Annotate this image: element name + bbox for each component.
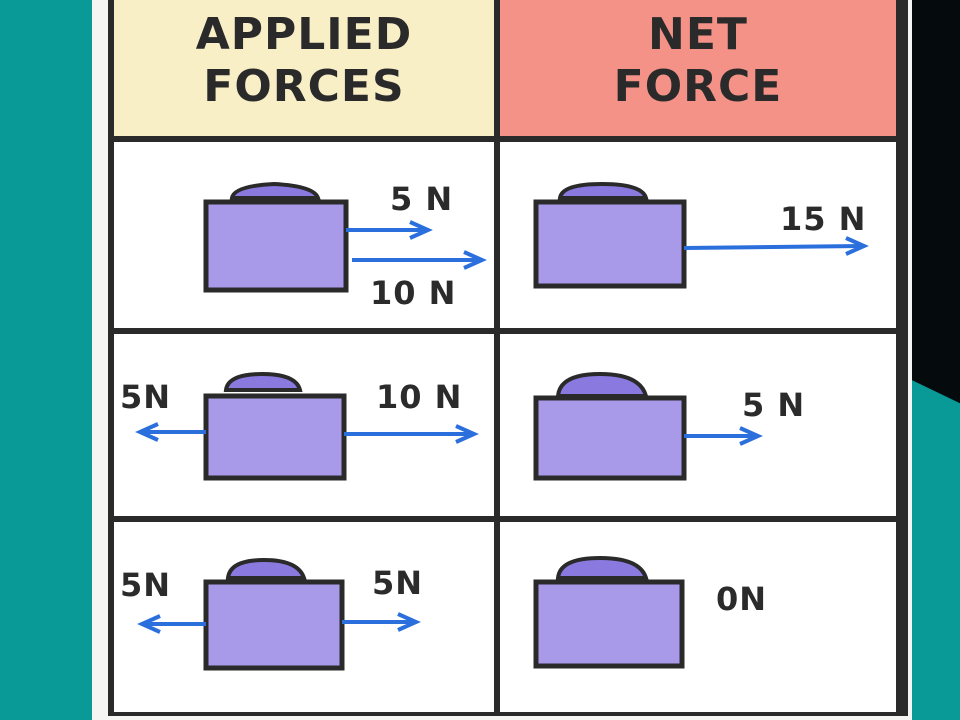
arrow-right-5n (346, 220, 433, 240)
header-net-line1: NET (648, 9, 748, 60)
header-applied-forces: APPLIED FORCES (114, 0, 494, 136)
row1-net-drawing (533, 181, 869, 289)
header-net-force: NET FORCE (500, 0, 896, 136)
row2-applied-cell: 5N 10 N (114, 334, 494, 516)
block (203, 371, 347, 481)
row2-label-5n-left: 5N (120, 378, 172, 416)
force-diagram: APPLIED FORCES NET FORCE 5 N 10 N (108, 0, 908, 716)
row2-label-net-5n: 5 N (742, 386, 806, 424)
row3-applied-cell: 5N 5N (114, 522, 494, 712)
row2-label-10n: 10 N (376, 378, 463, 416)
arrow-left-5n (135, 422, 206, 442)
row3-label-5n-left: 5N (120, 566, 172, 604)
row2-net-drawing (533, 371, 763, 481)
row3-label-5n-right: 5N (372, 564, 424, 602)
header-net-line2: FORCE (613, 61, 783, 112)
row2-net-cell: 5 N (500, 334, 896, 516)
arrow-right-15n (683, 236, 869, 256)
arrow-right-5n (342, 612, 421, 632)
arrow-right-5n (684, 426, 763, 446)
row3-net-cell: 0N (500, 522, 896, 712)
row3-applied-drawing (137, 557, 421, 671)
row1-applied-cell: 5 N 10 N (114, 142, 494, 328)
header-applied-line1: APPLIED (195, 9, 413, 60)
block (203, 181, 349, 293)
row2-applied-drawing (135, 371, 479, 481)
row1-applied-drawing (203, 181, 487, 293)
row1-label-15n: 15 N (780, 200, 867, 238)
row1-label-5n: 5 N (390, 180, 454, 218)
row3-label-net-0n: 0N (716, 580, 768, 618)
arrow-right-10n (352, 250, 487, 270)
block (533, 371, 687, 481)
arrow-right-10n (344, 424, 479, 444)
block (533, 555, 685, 669)
row1-net-cell: 15 N (500, 142, 896, 328)
row3-net-drawing (533, 555, 685, 669)
arrow-left-5n (137, 614, 206, 634)
header-applied-line2: FORCES (203, 61, 405, 112)
block (533, 181, 687, 289)
block (203, 557, 345, 671)
row1-label-10n: 10 N (370, 274, 457, 312)
